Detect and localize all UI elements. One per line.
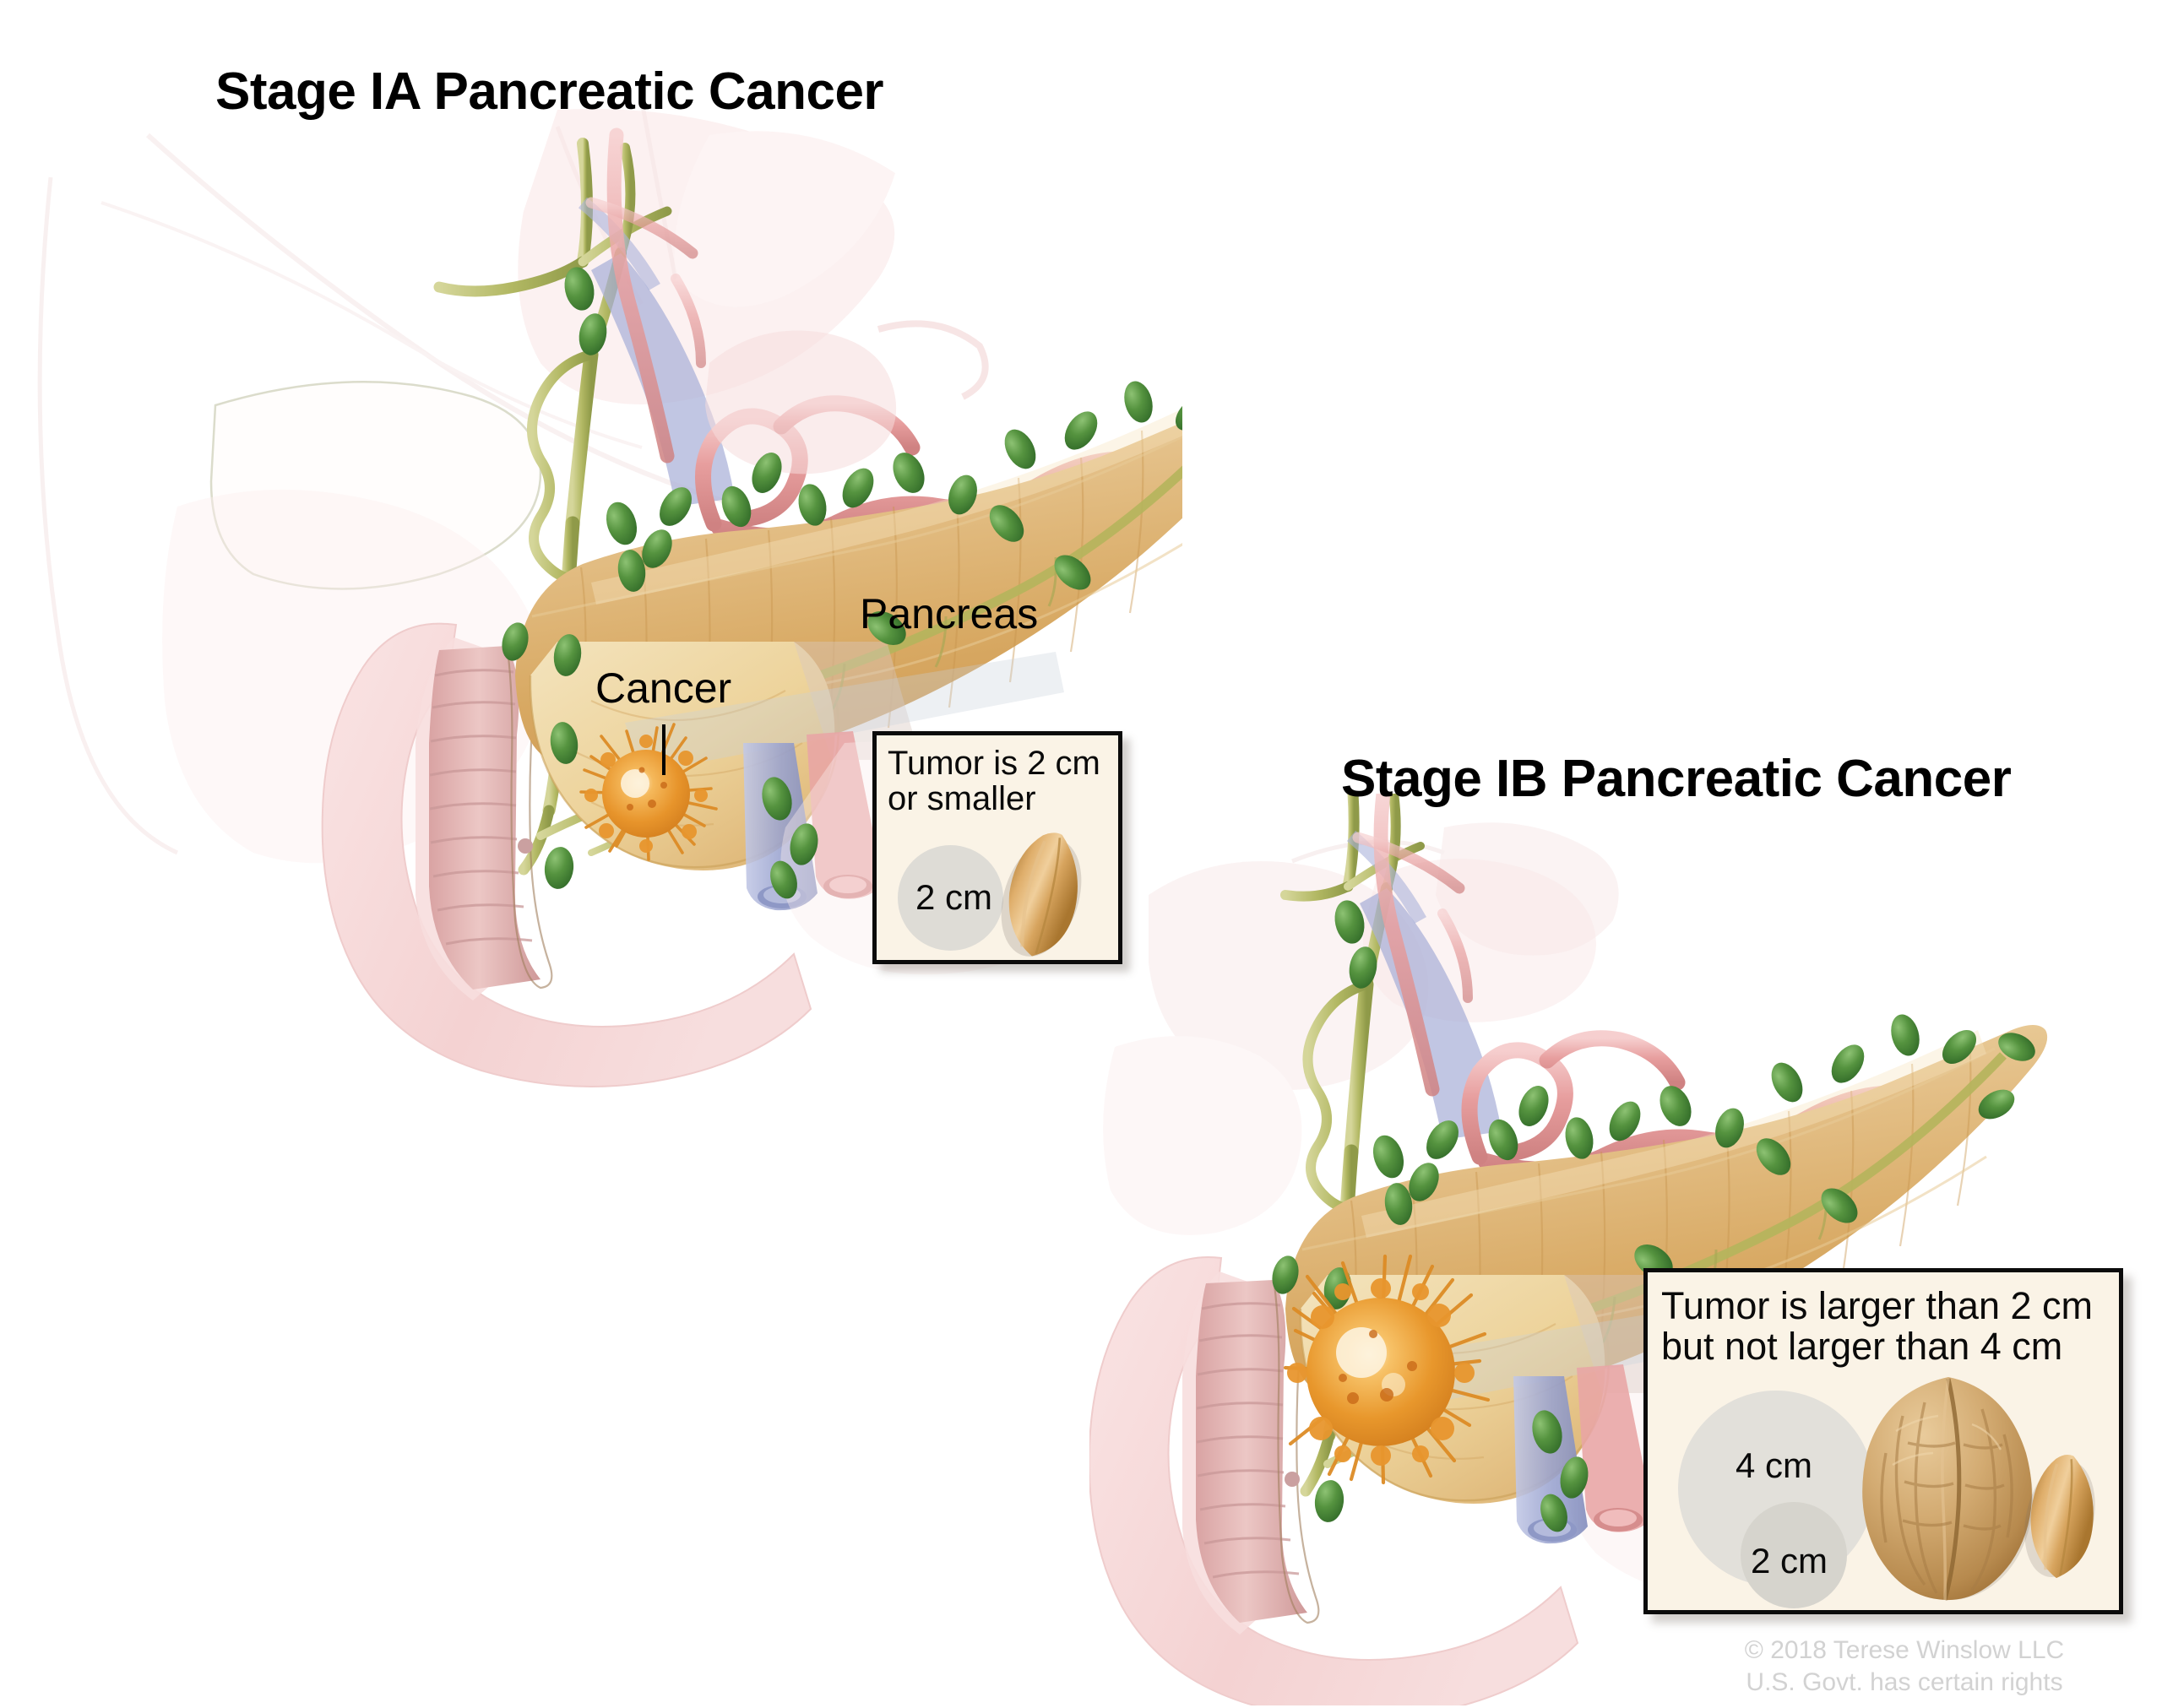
tumor-stage-ia bbox=[579, 723, 718, 861]
peanut-illustration bbox=[1001, 832, 1082, 957]
duodenum-folds-b bbox=[1196, 1302, 1300, 1579]
stomach-ghost bbox=[705, 320, 989, 474]
bile-duct-tree-b bbox=[1280, 794, 1440, 1497]
arteries-b bbox=[1352, 794, 1473, 1097]
copyright-line2: U.S. Govt. has certain rights bbox=[1746, 1668, 2063, 1697]
callout-ia-text: Tumor is 2 cm or smaller bbox=[888, 746, 1100, 817]
duodenum bbox=[321, 622, 812, 1087]
size-circle-4cm-label: 4 cm bbox=[1736, 1445, 1813, 1485]
ghost-stomach-b bbox=[1363, 859, 1596, 1022]
ghost-liver-mass bbox=[162, 109, 895, 864]
copyright-line1: © 2018 Terese Winslow LLC bbox=[1744, 1636, 2065, 1664]
stage-ia-title: Stage IA Pancreatic Cancer bbox=[215, 62, 884, 121]
splenic-artery bbox=[711, 448, 1182, 545]
walnut-illustration bbox=[1862, 1377, 2033, 1601]
portal-vein-b bbox=[1346, 830, 1502, 1140]
copyright-notice: © 2018 Terese Winslow LLC U.S. Govt. has… bbox=[1706, 1635, 2103, 1700]
size-circle-2cm-label: 2 cm bbox=[915, 877, 993, 917]
callout-ia-line2: or smaller bbox=[888, 780, 1036, 818]
callout-ia-line1: Tumor is 2 cm bbox=[888, 745, 1100, 782]
callout-ib-line2: but not larger than 4 cm bbox=[1661, 1324, 2063, 1368]
duodenum-folds bbox=[429, 669, 533, 946]
stage-ib-title: Stage IB Pancreatic Cancer bbox=[1341, 750, 2012, 808]
callout-ib-line1: Tumor is larger than 2 cm bbox=[1661, 1284, 2093, 1327]
peanut-illustration-b bbox=[2024, 1454, 2095, 1579]
hepatic-artery-loop bbox=[695, 395, 921, 532]
mesenteric-vessels bbox=[743, 731, 883, 911]
splenic-artery-b bbox=[1478, 1067, 1993, 1179]
duodenum-b bbox=[1089, 1256, 1579, 1705]
label-pancreas: Pancreas bbox=[860, 590, 1039, 637]
tumor-stage-ib bbox=[1283, 1254, 1491, 1485]
portal-vein bbox=[579, 197, 735, 507]
callout-stage-ib: Tumor is larger than 2 cm but not larger… bbox=[1643, 1268, 2123, 1614]
size-circle-2cm-b bbox=[1741, 1502, 1847, 1608]
callout-ib-text: Tumor is larger than 2 cm but not larger… bbox=[1661, 1286, 2093, 1366]
size-circle-2cm-label-b: 2 cm bbox=[1751, 1541, 1828, 1581]
hepatic-artery-loop-b bbox=[1461, 1030, 1686, 1165]
walnut-wrinkles bbox=[1880, 1402, 2013, 1594]
arteries bbox=[585, 127, 706, 464]
callout-stage-ia: Tumor is 2 cm or smaller 2 cm bbox=[872, 731, 1122, 964]
size-circle-2cm bbox=[898, 845, 1003, 951]
label-cancer: Cancer bbox=[595, 664, 732, 712]
mesenteric-vessels-b bbox=[1513, 1364, 1654, 1544]
bile-duct-tree bbox=[433, 138, 684, 876]
ghost-liver bbox=[37, 100, 744, 855]
